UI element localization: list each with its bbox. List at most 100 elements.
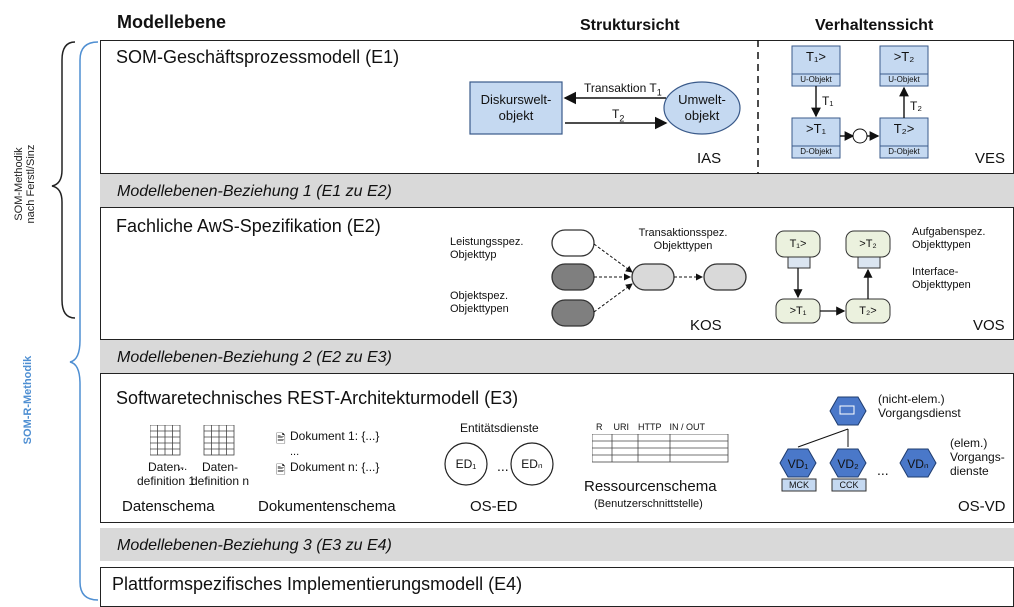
elem-label: (elem.) Vorgangs- dienste	[950, 436, 1005, 478]
objektspez-label: Objektspez. Objekttypen	[450, 290, 509, 316]
t2-sub: 2	[619, 113, 625, 124]
header-verhaltenssicht: Verhaltenssicht	[815, 17, 934, 34]
table-header-http: HTTP	[638, 422, 662, 432]
nicht-elem-line2: Vorgangsdienst	[878, 406, 961, 420]
table-header-inout: IN / OUT	[669, 422, 706, 432]
table-header-uri: URI	[613, 422, 630, 432]
band-2: Modellebenen-Beziehung 2 (E2 zu E3)	[100, 340, 1014, 373]
os-vd-label: OS-VD	[958, 498, 1006, 515]
leistung-line1: Leistungsspez.	[450, 236, 524, 248]
entity-service-circles	[444, 442, 554, 486]
t2-text: T	[612, 107, 620, 121]
datendefinition-1-label: Daten- definition 1	[134, 460, 198, 488]
side-nach-text: nach Ferstl/Sinz	[25, 144, 37, 224]
kos-diagram	[551, 229, 747, 327]
e1-title: SOM-Geschäftsprozessmodell (E1)	[116, 47, 400, 67]
aufgabenspez-line1: Aufgabenspez.	[912, 226, 986, 238]
interface-line1: Interface-	[912, 266, 959, 278]
vos-tl: T₁>	[789, 238, 807, 250]
ressourcen-table: R URI HTTP IN / OUT	[590, 422, 709, 432]
leistung-label: Leistungsspez. Objekttyp	[450, 236, 523, 262]
vos-bl: >T₁	[789, 305, 807, 317]
ves-bl-main: >T₁	[806, 121, 826, 136]
vos-tr: >T₂	[859, 238, 877, 250]
transaktion-text: Transaktion T	[584, 81, 657, 95]
ves-arrow-t2: T₂	[910, 99, 922, 113]
ed-dots: ...	[497, 458, 509, 474]
umweltobjekt-label: Umwelt- objekt	[664, 92, 740, 124]
datenn-line2: definition n	[190, 474, 250, 488]
ves-tl-sub: U-Objekt	[800, 75, 832, 84]
dokument-n-label: Dokument n: {...}	[290, 460, 380, 474]
ves-diagram	[791, 45, 929, 159]
side-label-som-r: SOM-R-Methodik	[22, 355, 34, 445]
objektspez-line1: Objektspez.	[450, 290, 509, 302]
document-icon-n: 🖹	[276, 463, 286, 477]
vd1-label: VD₁	[787, 457, 809, 471]
cck-label: CCK	[839, 480, 859, 490]
ressourcenschema-label: Ressourcenschema	[584, 478, 717, 495]
umweltobjekt-ellipse	[663, 81, 741, 135]
entitaetsdienste-label: Entitätsdienste	[460, 421, 539, 435]
e3-title: Softwaretechnisches REST-Architekturmode…	[116, 388, 519, 408]
dokument-dots: ...	[290, 446, 300, 458]
transaktionsspez-label: Transaktionsspez. Objekttypen	[628, 227, 738, 253]
header-struktursicht: Struktursicht	[580, 17, 680, 34]
vdn-label: VDₙ	[907, 457, 929, 471]
diskurswelt-line1: Diskurswelt-	[480, 92, 552, 107]
dokument-1-label: Dokument 1: {...}	[290, 429, 380, 443]
umweltobjekt-line2: objekt	[684, 108, 720, 123]
interface-line2: Objekttypen	[912, 279, 971, 291]
side-braces	[51, 41, 99, 601]
e4-title: Plattformspezifisches Implementierungsmo…	[112, 574, 523, 594]
transaktionsspez-line2: Objekttypen	[653, 240, 713, 252]
transaktionsspez-line1: Transaktionsspez.	[638, 227, 728, 239]
vos-label: VOS	[973, 317, 1005, 334]
document-icon-1: 🖹	[276, 432, 286, 446]
diskurswelt-box	[469, 81, 563, 135]
umweltobjekt-line1: Umwelt-	[678, 92, 726, 107]
ves-tl-main: T₁>	[806, 49, 826, 64]
elem-line3: dienste	[950, 464, 989, 478]
level-e3-box	[100, 373, 1014, 523]
diskurswelt-line2: objekt	[498, 108, 534, 123]
datendefinition-n-label: Daten- definition n	[188, 460, 252, 488]
diskurswelt-label: Diskurswelt- objekt	[470, 92, 562, 124]
elem-line1: (elem.)	[950, 436, 988, 450]
aufgabenspez-label: Aufgabenspez. Objekttypen	[912, 226, 985, 252]
ves-tr-main: >T₂	[893, 49, 915, 64]
ias-label: IAS	[697, 150, 722, 167]
ves-tr-sub: U-Objekt	[888, 75, 920, 84]
daten1-line1: Daten-	[147, 460, 185, 474]
data-definition-grids	[150, 425, 235, 456]
level-e4-box	[100, 567, 1014, 607]
aufgabenspez-line2: Objekttypen	[912, 239, 971, 251]
band-3-text: Modellebenen-Beziehung 3 (E3 zu E4)	[117, 537, 392, 554]
mck-label: MCK	[789, 480, 809, 490]
band-2-text: Modellebenen-Beziehung 2 (E2 zu E3)	[117, 349, 392, 366]
ves-bl-sub: D-Objekt	[800, 147, 832, 156]
ias-diagram	[469, 81, 741, 135]
ves-arrow-t1: T₁	[822, 94, 834, 108]
band-1-text: Modellebenen-Beziehung 1 (E1 zu E2)	[117, 183, 392, 200]
leistung-line2: Objekttyp	[450, 249, 497, 261]
transaktion-sub: 1	[656, 87, 662, 98]
edn-label: EDₙ	[521, 457, 543, 471]
ves-label: VES	[975, 150, 1006, 167]
header-modellebene: Modellebene	[117, 12, 227, 32]
vd2-label: VD₂	[837, 457, 859, 471]
daten1-line2: definition 1	[136, 474, 196, 488]
transaktion-t1-label: Transaktion T1	[584, 81, 662, 97]
datendefinition-dots: ...	[178, 461, 188, 473]
nicht-elem-line1: (nicht-elem.)	[878, 392, 945, 406]
benutzerschnittstelle-label: (Benutzerschnittstelle)	[594, 498, 703, 510]
band-3: Modellebenen-Beziehung 3 (E3 zu E4)	[100, 528, 1014, 561]
kos-label: KOS	[690, 317, 722, 334]
ed1-label: ED₁	[455, 457, 477, 471]
datenschema-label: Datenschema	[122, 498, 215, 515]
os-ed-label: OS-ED	[470, 498, 518, 515]
side-som-methodik-text: SOM-Methodik	[13, 147, 25, 221]
band-1: Modellebenen-Beziehung 1 (E1 zu E2)	[100, 174, 1014, 207]
dokumentenschema-label: Dokumentenschema	[258, 498, 396, 515]
side-label-som-methodik: SOM-Methodik nach Ferstl/Sinz	[13, 124, 37, 244]
